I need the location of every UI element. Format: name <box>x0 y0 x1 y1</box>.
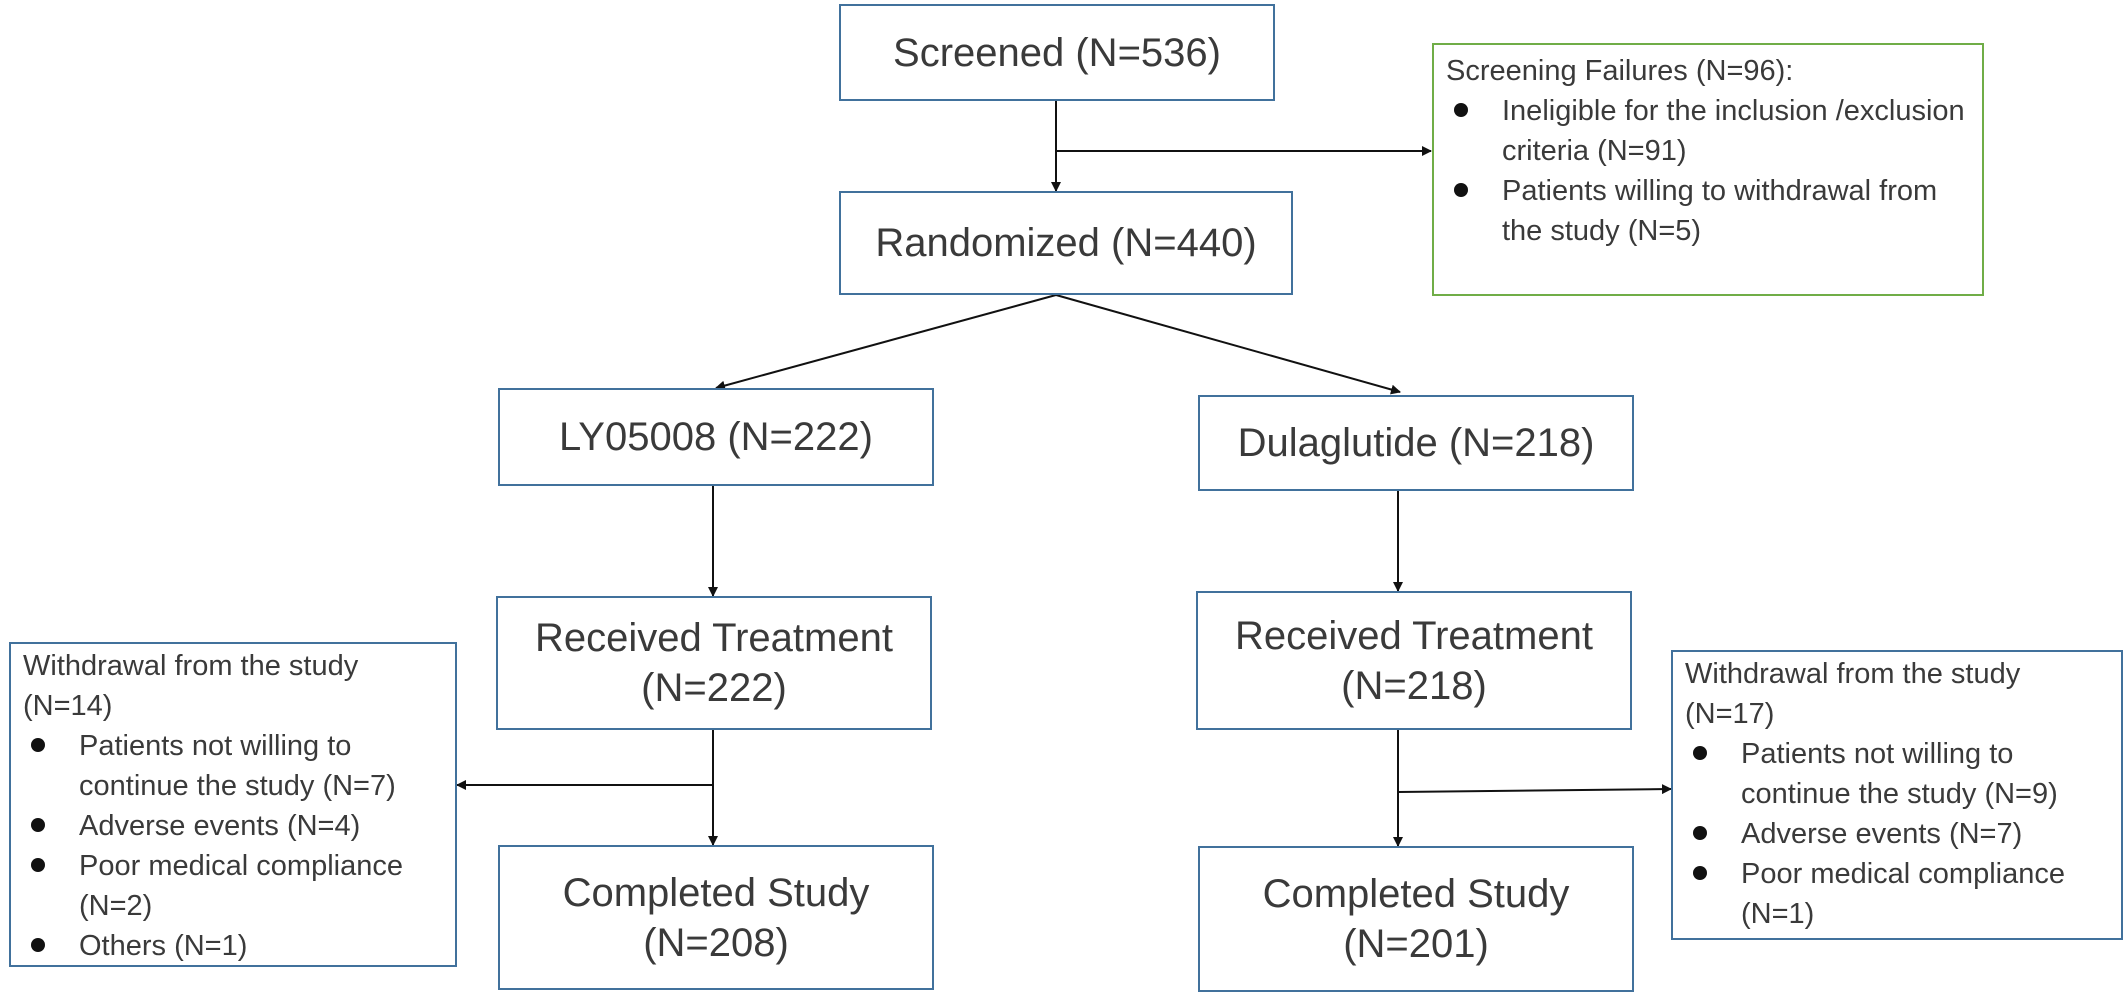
list-item: Adverse events (N=7) <box>1685 814 2109 854</box>
screening-failures-box: Screening Failures (N=96): Ineligible fo… <box>1432 43 1984 296</box>
right-completed-study-box: Completed Study (N=201) <box>1198 846 1634 992</box>
list-item: Poor medical compliance (N=1) <box>1685 854 2109 934</box>
dulaglutide-arm-label: Dulaglutide (N=218) <box>1237 421 1595 465</box>
left-completed-study-box: Completed Study (N=208) <box>498 845 934 990</box>
ly05008-arm-label: LY05008 (N=222) <box>559 415 873 459</box>
randomized-box: Randomized (N=440) <box>839 191 1293 295</box>
left-withdrawal-title: Withdrawal from the study (N=14) <box>23 650 359 722</box>
left-completed-study-count: (N=208) <box>643 920 789 965</box>
screened-label: Screened (N=536) <box>893 30 1221 75</box>
left-withdrawal-box: Withdrawal from the study (N=14) Patient… <box>9 642 457 967</box>
right-received-treatment-count: (N=218) <box>1341 663 1487 708</box>
list-item: Patients not willing to continue the stu… <box>23 726 443 806</box>
left-received-treatment-label: Received Treatment <box>535 616 893 660</box>
list-item: Adverse events (N=4) <box>23 806 443 846</box>
right-withdrawal-box: Withdrawal from the study (N=17) Patient… <box>1671 650 2123 940</box>
randomized-label: Randomized (N=440) <box>875 221 1257 265</box>
right-withdrawal-title: Withdrawal from the study (N=17) <box>1685 658 2021 730</box>
arrow-randomized-to-dulaglutide <box>1055 294 1401 395</box>
right-completed-study-label: Completed Study <box>1262 872 1570 916</box>
list-item: Patients willing to withdrawal from the … <box>1446 171 1970 251</box>
right-received-treatment-box: Received Treatment (N=218) <box>1196 591 1632 730</box>
right-received-treatment-label: Received Treatment <box>1235 613 1593 658</box>
list-item: Poor medical compliance (N=2) <box>23 846 443 926</box>
list-item: Patients not willing to continue the stu… <box>1685 734 2109 814</box>
left-received-treatment-box: Received Treatment (N=222) <box>496 596 932 730</box>
ly05008-arm-box: LY05008 (N=222) <box>498 388 934 486</box>
screened-box: Screened (N=536) <box>839 4 1275 101</box>
arrow-randomized-to-ly05008 <box>715 294 1057 391</box>
arrow-to-right-withdrawal <box>1397 784 1672 795</box>
list-item: Others (N=1) <box>23 926 443 966</box>
left-received-treatment-count: (N=222) <box>641 666 787 710</box>
screening-failures-title: Screening Failures (N=96): <box>1446 55 1794 87</box>
dulaglutide-arm-box: Dulaglutide (N=218) <box>1198 395 1634 491</box>
right-completed-study-count: (N=201) <box>1343 922 1489 966</box>
left-completed-study-label: Completed Study <box>562 870 870 915</box>
list-item: Ineligible for the inclusion /exclusion … <box>1446 91 1970 171</box>
